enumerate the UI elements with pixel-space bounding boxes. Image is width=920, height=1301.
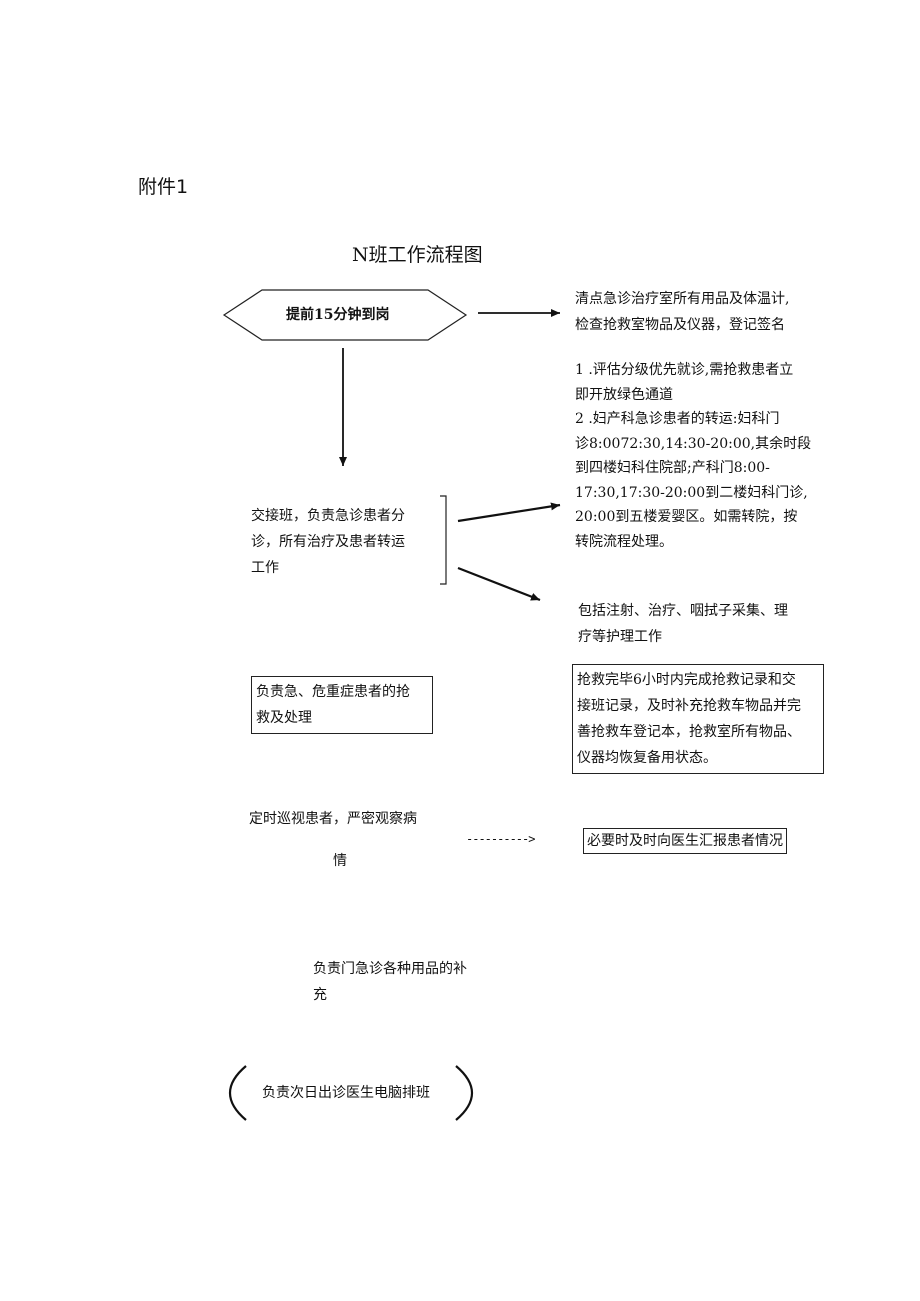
rescue-note-box: 抢救完毕6小时内完成抢救记录和交 接班记录，及时补充抢救车物品并完 善抢救车登记… — [572, 664, 824, 774]
start-hexagon — [222, 289, 468, 341]
supplies-text: 负责门急诊各种用品的补 充 — [313, 961, 467, 1003]
handover-bracket — [440, 495, 447, 585]
check-supplies-text: 清点急诊治疗室所有用品及体温计, 检查抢救室物品及仪器，登记签名 — [575, 291, 790, 333]
report-box: 必要时及时向医生汇报患者情况 — [583, 828, 787, 854]
rescue-box: 负责急、危重症患者的抢 救及处理 — [251, 676, 433, 734]
arrow-handover-to-treatment — [457, 566, 541, 602]
dashed-arrow: ----------> — [466, 832, 535, 846]
patrol-text-line2: 情 — [333, 853, 347, 869]
start-node-label: 提前15分钟到岗 — [286, 307, 390, 323]
chart-title: N班工作流程图 — [352, 244, 483, 266]
arrow-handover-to-note — [457, 502, 561, 523]
handover-note-text: 1 .评估分级优先就诊,需抢救患者立 即开放绿色通道 2 .妇产科急诊患者的转运… — [575, 362, 812, 550]
patrol-text-line1: 定时巡视患者，严密观察病 — [249, 811, 417, 827]
schedule-text: 负责次日出诊医生电脑排班 — [262, 1085, 430, 1101]
schedule-right-paren — [455, 1065, 473, 1121]
annex-label: 附件1 — [138, 176, 189, 198]
treatment-note-text: 包括注射、治疗、咽拭子采集、理 疗等护理工作 — [578, 603, 788, 645]
handover-text: 交接班，负责急诊患者分 诊，所有治疗及患者转运 工作 — [251, 508, 405, 576]
schedule-left-paren — [229, 1065, 247, 1121]
